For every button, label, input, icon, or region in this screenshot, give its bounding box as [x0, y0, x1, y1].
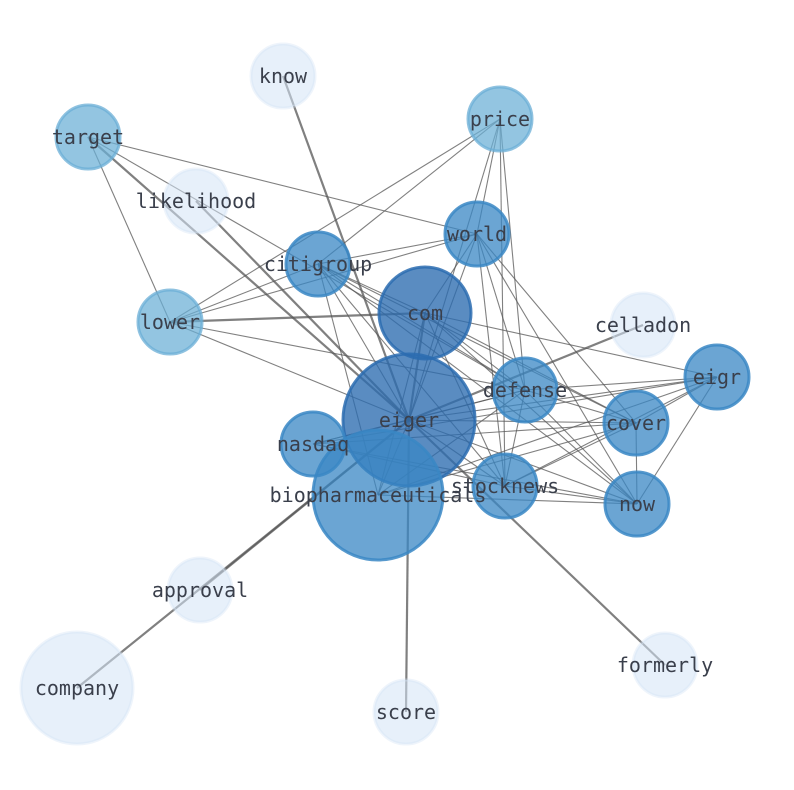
node-label-company: company	[35, 676, 119, 700]
node-label-price: price	[470, 107, 530, 131]
edge-price-lower	[169, 118, 501, 323]
node-formerly	[631, 631, 699, 699]
node-approval	[166, 556, 234, 624]
edge-world-cover	[476, 233, 637, 424]
node-price	[466, 85, 534, 153]
node-label-defense: defense	[483, 378, 567, 402]
node-label-approval: approval	[152, 578, 248, 602]
edge-eiger-target	[87, 136, 410, 421]
node-label-lower: lower	[140, 310, 200, 334]
node-world	[443, 200, 511, 268]
node-label-score: score	[376, 700, 436, 724]
node-label-cover: cover	[606, 411, 666, 435]
node-label-stocknews: stocknews	[451, 474, 559, 498]
node-label-now: now	[619, 492, 656, 516]
node-eigr	[683, 343, 751, 411]
node-celladon	[609, 291, 677, 359]
node-defense	[491, 356, 559, 424]
node-know	[249, 42, 317, 110]
node-label-eiger: eiger	[379, 408, 439, 432]
label-layer: com eiger biopharmaceuticals defense stockne…	[35, 64, 741, 724]
edge-target-lower	[87, 136, 171, 323]
node-cover	[602, 389, 670, 457]
node-label-formerly: formerly	[617, 653, 713, 677]
node-lower	[136, 288, 204, 356]
node-biopharmaceuticals	[311, 428, 445, 562]
node-label-com: com	[407, 301, 443, 325]
edge-world-stocknews	[476, 233, 506, 487]
edge-world-now	[476, 233, 638, 505]
node-label-nasdaq: nasdaq	[277, 432, 349, 456]
edge-price-citigroup	[317, 118, 501, 265]
edge-citigroup-now	[317, 263, 638, 505]
node-label-world: world	[447, 222, 507, 246]
edge-price-stocknews	[499, 118, 506, 487]
node-target	[54, 103, 122, 171]
edge-citigroup-cover	[317, 263, 637, 424]
node-stocknews	[471, 452, 539, 520]
node-layer	[19, 42, 751, 746]
edge-price-defense	[499, 118, 526, 391]
node-citigroup	[284, 230, 352, 298]
node-label-likelihood: likelihood	[136, 189, 256, 213]
node-now	[603, 470, 671, 538]
node-label-eigr: eigr	[693, 365, 741, 389]
node-company	[19, 630, 135, 746]
node-label-target: target	[52, 125, 124, 149]
node-label-biopharmaceuticals: biopharmaceuticals	[270, 483, 487, 507]
edge-target-world	[87, 136, 478, 235]
node-label-citigroup: citigroup	[264, 252, 372, 276]
node-nasdaq	[279, 410, 347, 478]
node-score	[372, 678, 440, 746]
edge-lower-defense	[169, 321, 526, 391]
node-label-celladon: celladon	[595, 313, 691, 337]
node-likelihood	[162, 167, 230, 235]
node-label-know: know	[259, 64, 308, 88]
